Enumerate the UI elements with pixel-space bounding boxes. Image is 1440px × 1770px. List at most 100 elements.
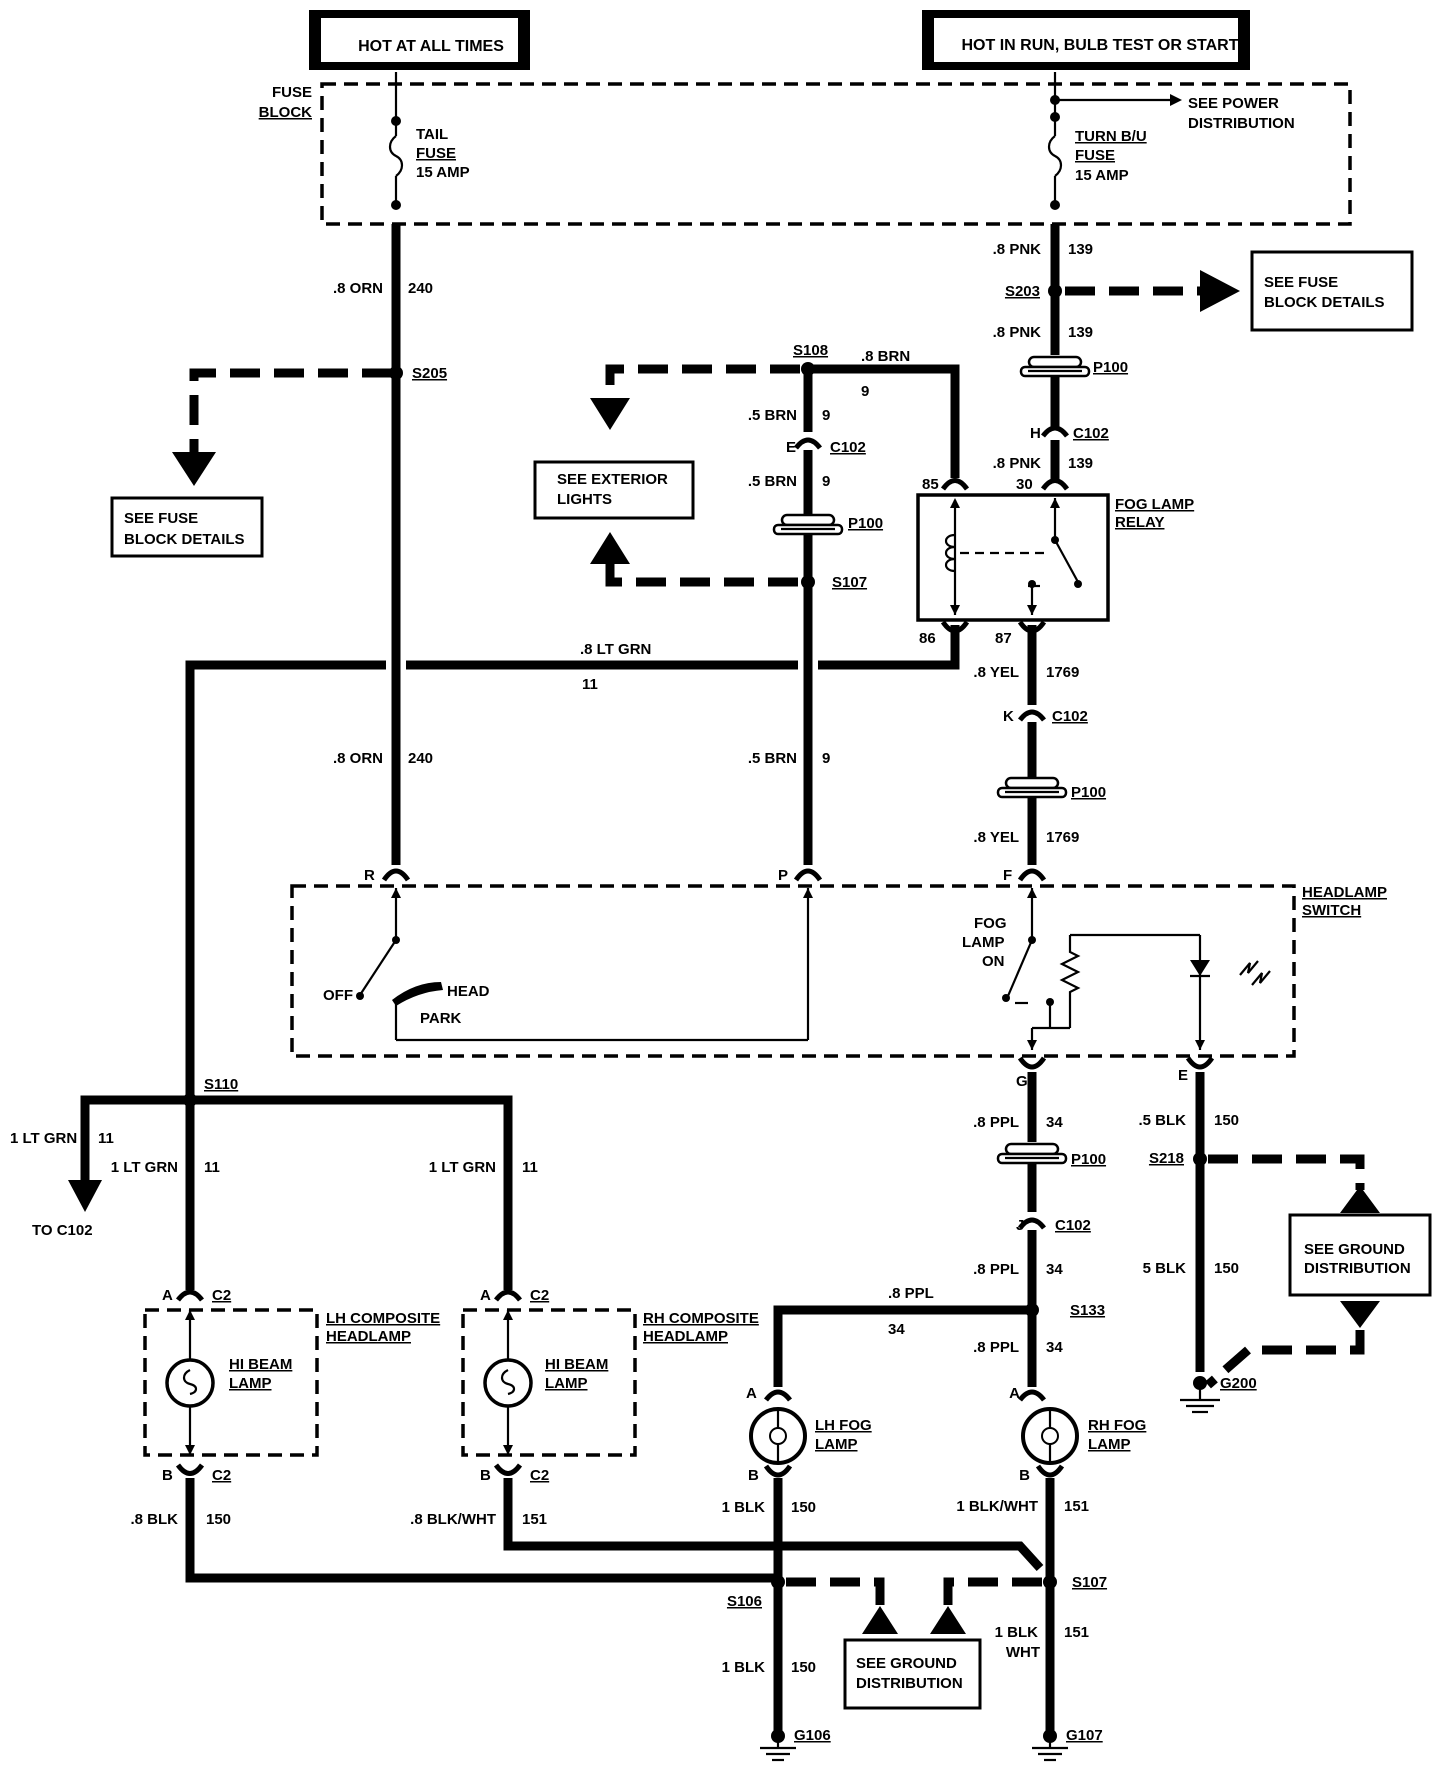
s205-fuse-ref-path	[189, 368, 392, 455]
splice-s107-bottom	[1043, 1575, 1057, 1589]
svg-text:P: P	[778, 867, 788, 884]
svg-text:1769: 1769	[1046, 664, 1079, 681]
svg-text:9: 9	[822, 407, 830, 424]
svg-text:S107: S107	[1072, 1574, 1107, 1591]
svg-text:1 BLK: 1 BLK	[722, 1659, 766, 1676]
wire-240-color: .8 ORN	[333, 280, 383, 297]
svg-text:C2: C2	[530, 1287, 549, 1304]
turn-fuse-label-2: FUSE	[1075, 147, 1115, 164]
svg-text:RELAY: RELAY	[1115, 514, 1164, 531]
svg-text:9: 9	[822, 750, 830, 767]
switch-head-park-contact	[392, 982, 443, 1006]
connector-p100-1769	[996, 776, 1068, 799]
hot-in-run-label: HOT IN RUN, BULB TEST OR START	[961, 37, 1238, 54]
svg-text:.8 YEL: .8 YEL	[973, 664, 1019, 681]
see-power-distribution-1: SEE POWER	[1188, 95, 1279, 112]
svg-text:LAMP: LAMP	[229, 1375, 272, 1392]
svg-text:LAMP: LAMP	[1088, 1436, 1131, 1453]
tail-fuse-label-3: 15 AMP	[416, 164, 470, 181]
s205-arrow	[172, 452, 216, 486]
svg-text:.8 BLK/WHT: .8 BLK/WHT	[410, 1511, 496, 1528]
svg-text:B: B	[162, 1467, 173, 1484]
svg-text:ON: ON	[982, 953, 1005, 970]
svg-text:SWITCH: SWITCH	[1302, 902, 1361, 919]
svg-text:P100: P100	[1071, 784, 1106, 801]
svg-text:9: 9	[861, 383, 869, 400]
splice-s205	[389, 366, 403, 380]
svg-text:150: 150	[791, 1499, 816, 1516]
wire-150-lh-headlamp	[185, 1478, 778, 1583]
svg-text:A: A	[480, 1287, 491, 1304]
svg-text:LAMP: LAMP	[545, 1375, 588, 1392]
svg-text:C102: C102	[830, 439, 866, 456]
svg-text:B: B	[748, 1467, 759, 1484]
ground-g107-symbol	[1032, 1736, 1068, 1762]
to-c102-label: TO C102	[32, 1222, 93, 1239]
svg-text:34: 34	[1046, 1114, 1063, 1131]
svg-text:S107: S107	[832, 574, 867, 591]
svg-text:FOG: FOG	[974, 915, 1007, 932]
see-ground-distribution-right	[1288, 1213, 1432, 1297]
svg-text:B: B	[1019, 1467, 1030, 1484]
headlamp-switch	[290, 884, 1296, 1058]
svg-text:F: F	[1003, 867, 1012, 884]
fog-lamp-relay	[916, 493, 1110, 622]
svg-text:S203: S203	[1005, 283, 1040, 300]
svg-text:.5 BRN: .5 BRN	[748, 407, 797, 424]
svg-text:34: 34	[888, 1321, 905, 1338]
svg-text:.8 PPL: .8 PPL	[973, 1114, 1019, 1131]
hot-in-run-box: HOT IN RUN, BULB TEST OR START	[922, 10, 1250, 70]
svg-text:.8 BRN: .8 BRN	[861, 348, 910, 365]
svg-text:C2: C2	[212, 1287, 231, 1304]
svg-text:G107: G107	[1066, 1727, 1103, 1744]
turn-fuse-symbol	[1047, 135, 1063, 177]
svg-text:150: 150	[1214, 1112, 1239, 1129]
svg-text:11: 11	[522, 1159, 538, 1176]
wire-9-upper	[808, 364, 960, 478]
see-ground-distribution-bottom	[843, 1638, 982, 1710]
svg-text:.8 PPL: .8 PPL	[973, 1339, 1019, 1356]
svg-text:.8 ORN: .8 ORN	[333, 750, 383, 767]
svg-text:151: 151	[1064, 1624, 1089, 1641]
turn-fuse-label-3: 15 AMP	[1075, 167, 1129, 184]
splice-s106	[771, 1575, 785, 1589]
svg-text:151: 151	[522, 1511, 547, 1528]
svg-text:C102: C102	[1073, 425, 1109, 442]
ground-g200-symbol	[1180, 1383, 1220, 1414]
svg-text:E: E	[1178, 1067, 1188, 1084]
svg-text:11: 11	[582, 676, 598, 693]
fuse-block-label: FUSE	[272, 84, 312, 101]
rh-composite-headlamp	[461, 1308, 637, 1457]
lh-composite-headlamp	[143, 1308, 319, 1457]
svg-text:.8 YEL: .8 YEL	[973, 829, 1019, 846]
switch-resistor	[1059, 935, 1081, 1008]
hot-at-all-times-box: HOT AT ALL TIMES	[309, 10, 530, 70]
svg-text:C102: C102	[1052, 708, 1088, 725]
svg-text:150: 150	[791, 1659, 816, 1676]
connector-p100-9	[772, 513, 844, 536]
svg-text:86: 86	[919, 630, 936, 647]
svg-text:1 LT GRN: 1 LT GRN	[429, 1159, 496, 1176]
svg-text:85: 85	[922, 476, 939, 493]
svg-text:139: 139	[1068, 455, 1093, 472]
svg-text:S110: S110	[204, 1076, 238, 1093]
svg-text:.8 BLK: .8 BLK	[130, 1511, 178, 1528]
svg-text:G: G	[1016, 1073, 1028, 1090]
svg-text:C102: C102	[1055, 1217, 1091, 1234]
svg-text:P100: P100	[1071, 1151, 1106, 1168]
tail-fuse-symbol	[388, 135, 404, 177]
svg-text:HI BEAM: HI BEAM	[229, 1356, 292, 1373]
svg-text:.5 BLK: .5 BLK	[1138, 1112, 1186, 1129]
svg-text:151: 151	[1064, 1498, 1089, 1515]
svg-text:LAMP: LAMP	[815, 1436, 858, 1453]
svg-text:1 BLK: 1 BLK	[995, 1624, 1039, 1641]
relay-coil	[944, 533, 956, 573]
svg-text:C2: C2	[212, 1467, 231, 1484]
svg-text:S133: S133	[1070, 1302, 1105, 1319]
svg-text:S106: S106	[727, 1593, 762, 1610]
light-ray-2	[1251, 970, 1271, 986]
indicator-diode	[1190, 960, 1210, 976]
tail-fuse-label-2: FUSE	[416, 145, 456, 162]
svg-text:OFF: OFF	[323, 987, 353, 1004]
wire-240-num: 240	[408, 280, 433, 297]
